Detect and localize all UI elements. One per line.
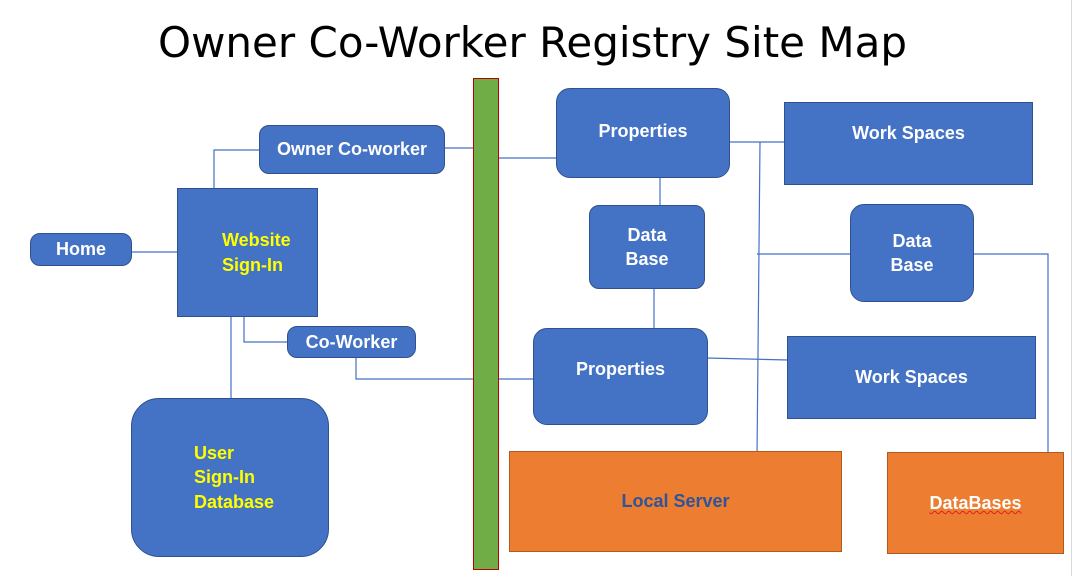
database-left-box: Data Base bbox=[589, 205, 705, 289]
user-signin-database-box: User Sign-In Database bbox=[131, 398, 329, 557]
database-left-label-line1: Data bbox=[627, 224, 667, 245]
home-label: Home bbox=[55, 239, 106, 260]
work-spaces-top-box: Work Spaces bbox=[784, 102, 1033, 185]
connector-properties-workspaces-bottom bbox=[706, 357, 789, 361]
properties-top-label: Properties bbox=[598, 120, 688, 141]
user-db-label-line2: Sign-In bbox=[194, 467, 255, 488]
user-db-label-line3: Database bbox=[194, 491, 275, 512]
databases-label: DataBases bbox=[929, 492, 1022, 513]
database-right-label-line2: Base bbox=[890, 255, 934, 275]
local-server-label: Local Server bbox=[621, 491, 730, 512]
properties-bottom-box: Properties bbox=[533, 328, 708, 425]
home-box: Home bbox=[30, 233, 132, 266]
website-signin-label-line1: Website bbox=[222, 230, 291, 251]
databases-box: DataBases bbox=[887, 452, 1064, 554]
work-spaces-bottom-label: Work Spaces bbox=[855, 367, 968, 388]
database-left-label-line2: Base bbox=[625, 249, 669, 269]
connector-coworker-bus bbox=[355, 357, 473, 380]
network-bus-bar bbox=[473, 78, 499, 570]
connector-trunk-local-server bbox=[756, 141, 761, 459]
diagram-title: Owner Co-Worker Registry Site Map bbox=[158, 18, 907, 67]
website-signin-box: Website Sign-In bbox=[177, 188, 318, 317]
database-right-box: Data Base bbox=[850, 204, 974, 302]
coworker-box: Co-Worker bbox=[287, 326, 416, 358]
connector-signin-owner bbox=[213, 149, 260, 188]
website-signin-label-line2: Sign-In bbox=[222, 254, 283, 275]
database-right-label-line1: Data bbox=[892, 230, 932, 251]
connector-signin-coworker bbox=[243, 317, 288, 343]
user-db-label-line1: User bbox=[194, 443, 235, 464]
local-server-box: Local Server bbox=[509, 451, 842, 552]
owner-coworker-label: Owner Co-worker bbox=[276, 139, 428, 160]
properties-top-box: Properties bbox=[556, 88, 730, 178]
coworker-label: Co-Worker bbox=[305, 331, 398, 352]
properties-bottom-label: Properties bbox=[575, 359, 666, 380]
work-spaces-top-label: Work Spaces bbox=[852, 123, 965, 144]
page-edge-divider bbox=[1071, 0, 1072, 576]
work-spaces-bottom-box: Work Spaces bbox=[787, 336, 1036, 419]
connector-database-databases bbox=[973, 253, 1049, 453]
owner-coworker-box: Owner Co-worker bbox=[259, 125, 445, 174]
